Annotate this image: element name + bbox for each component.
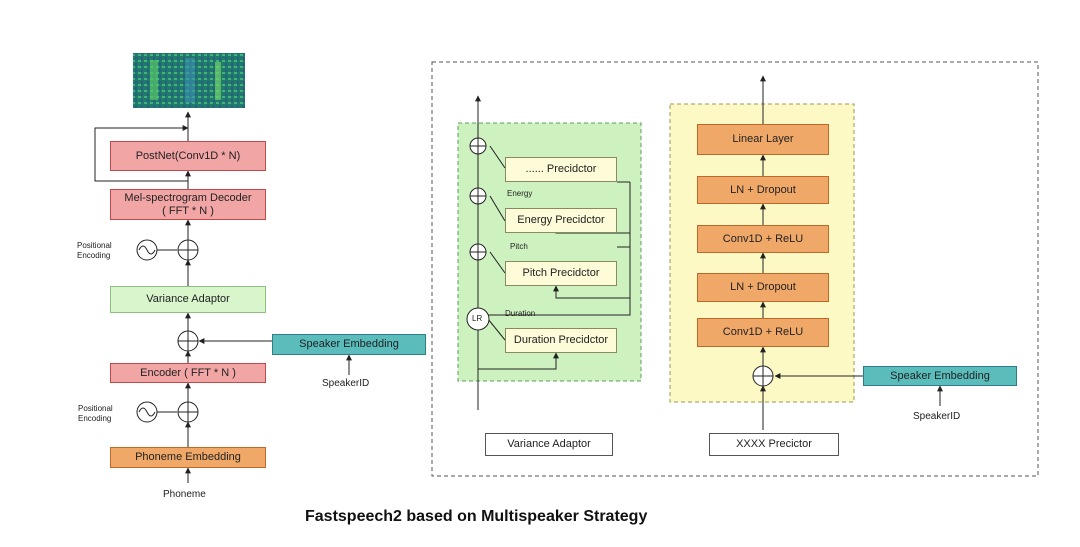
predictor-caption-label: XXXX Precictor <box>736 438 812 450</box>
left-connectors <box>94 111 352 483</box>
mel-spectrogram-image <box>133 53 245 108</box>
generic-predictor-block: ...... Precidctor <box>505 157 617 182</box>
positional-encoding-line2: Encoding <box>78 414 112 423</box>
speaker-embedding-block: Speaker Embedding <box>272 334 426 355</box>
conv-relu-top-label: Conv1D + ReLU <box>722 232 804 245</box>
lr-label: LR <box>472 314 483 323</box>
positional-encoding-label: Positional Encoding <box>78 404 113 424</box>
encoder-label: Encoder ( FFT * N ) <box>140 366 236 379</box>
pitch-label: Pitch <box>510 242 528 251</box>
duration-predictor-block: Duration Precidctor <box>505 328 617 353</box>
add-circle-left-2 <box>177 330 199 352</box>
detail-frame <box>431 61 1039 477</box>
speaker-id-label-right: SpeakerID <box>913 411 961 422</box>
add-circle-energy <box>469 187 487 205</box>
pitch-predictor-label: Pitch Precidctor <box>522 267 600 279</box>
mel-decoder-block: Mel-spectrogram Decoder ( FFT * N ) <box>110 189 266 220</box>
predictor-connectors <box>760 75 943 430</box>
ln-dropout-bottom-label: LN + Dropout <box>730 281 796 293</box>
conv-relu-bottom-block: Conv1D + ReLU <box>697 318 829 347</box>
generic-predictor-label: ...... Precidctor <box>525 163 597 175</box>
positional-encoding-line2: Encoding <box>77 251 111 260</box>
postnet-block: PostNet(Conv1D * N) <box>110 141 266 171</box>
positional-encoding-line1: Positional <box>78 404 113 413</box>
conv-relu-top-block: Conv1D + ReLU <box>697 225 829 253</box>
variance-adaptor-label: Variance Adaptor <box>146 293 230 305</box>
ln-dropout-top-block: LN + Dropout <box>697 176 829 204</box>
pitch-predictor-block: Pitch Precidctor <box>505 261 617 286</box>
positional-encoding-label: Positional Encoding <box>77 241 112 261</box>
conv-relu-bottom-label: Conv1D + ReLU <box>722 326 804 338</box>
speaker-embedding-block-right: Speaker Embedding <box>863 366 1017 386</box>
decoder-sublabel: ( FFT * N ) <box>162 204 214 217</box>
variance-adaptor-caption: Variance Adaptor <box>485 433 613 456</box>
sine-wave-icon <box>136 239 158 261</box>
speaker-id-label: SpeakerID <box>322 378 370 389</box>
linear-layer-block: Linear Layer <box>697 124 829 155</box>
phoneme-embedding-block: Phoneme Embedding <box>110 447 266 468</box>
add-circle-left-3 <box>177 239 199 261</box>
decoder-label: Mel-spectrogram Decoder <box>124 191 252 204</box>
predictor-caption: XXXX Precictor <box>709 433 839 456</box>
variance-adaptor-block: Variance Adaptor <box>110 286 266 313</box>
add-circle-left-1 <box>177 401 199 423</box>
add-circle-top <box>469 137 487 155</box>
sine-wave-icon <box>136 401 158 423</box>
variance-adaptor-caption-label: Variance Adaptor <box>507 438 591 450</box>
add-circle-predictor <box>752 365 774 387</box>
energy-predictor-block: Energy Precidctor <box>505 208 617 233</box>
phoneme-embedding-label: Phoneme Embedding <box>135 451 241 463</box>
ln-dropout-top-label: LN + Dropout <box>730 183 796 196</box>
duration-predictor-label: Duration Precidctor <box>513 334 609 346</box>
figure-title: Fastspeech2 based on Multispeaker Strate… <box>305 508 648 525</box>
linear-layer-label: Linear Layer <box>732 133 794 145</box>
speaker-embedding-right-label: Speaker Embedding <box>890 369 990 382</box>
postnet-label: PostNet(Conv1D * N) <box>135 149 241 162</box>
ln-dropout-bottom-block: LN + Dropout <box>697 273 829 302</box>
positional-encoding-line1: Positional <box>77 241 112 250</box>
duration-label: Duration <box>505 309 536 318</box>
energy-label: Energy <box>507 189 533 198</box>
length-regulator-circle <box>466 307 490 331</box>
phoneme-label: Phoneme <box>163 489 206 500</box>
encoder-block: Encoder ( FFT * N ) <box>110 363 266 383</box>
energy-predictor-label: Energy Precidctor <box>517 214 605 226</box>
add-circle-pitch <box>469 243 487 261</box>
speaker-embedding-label: Speaker Embedding <box>299 338 399 350</box>
